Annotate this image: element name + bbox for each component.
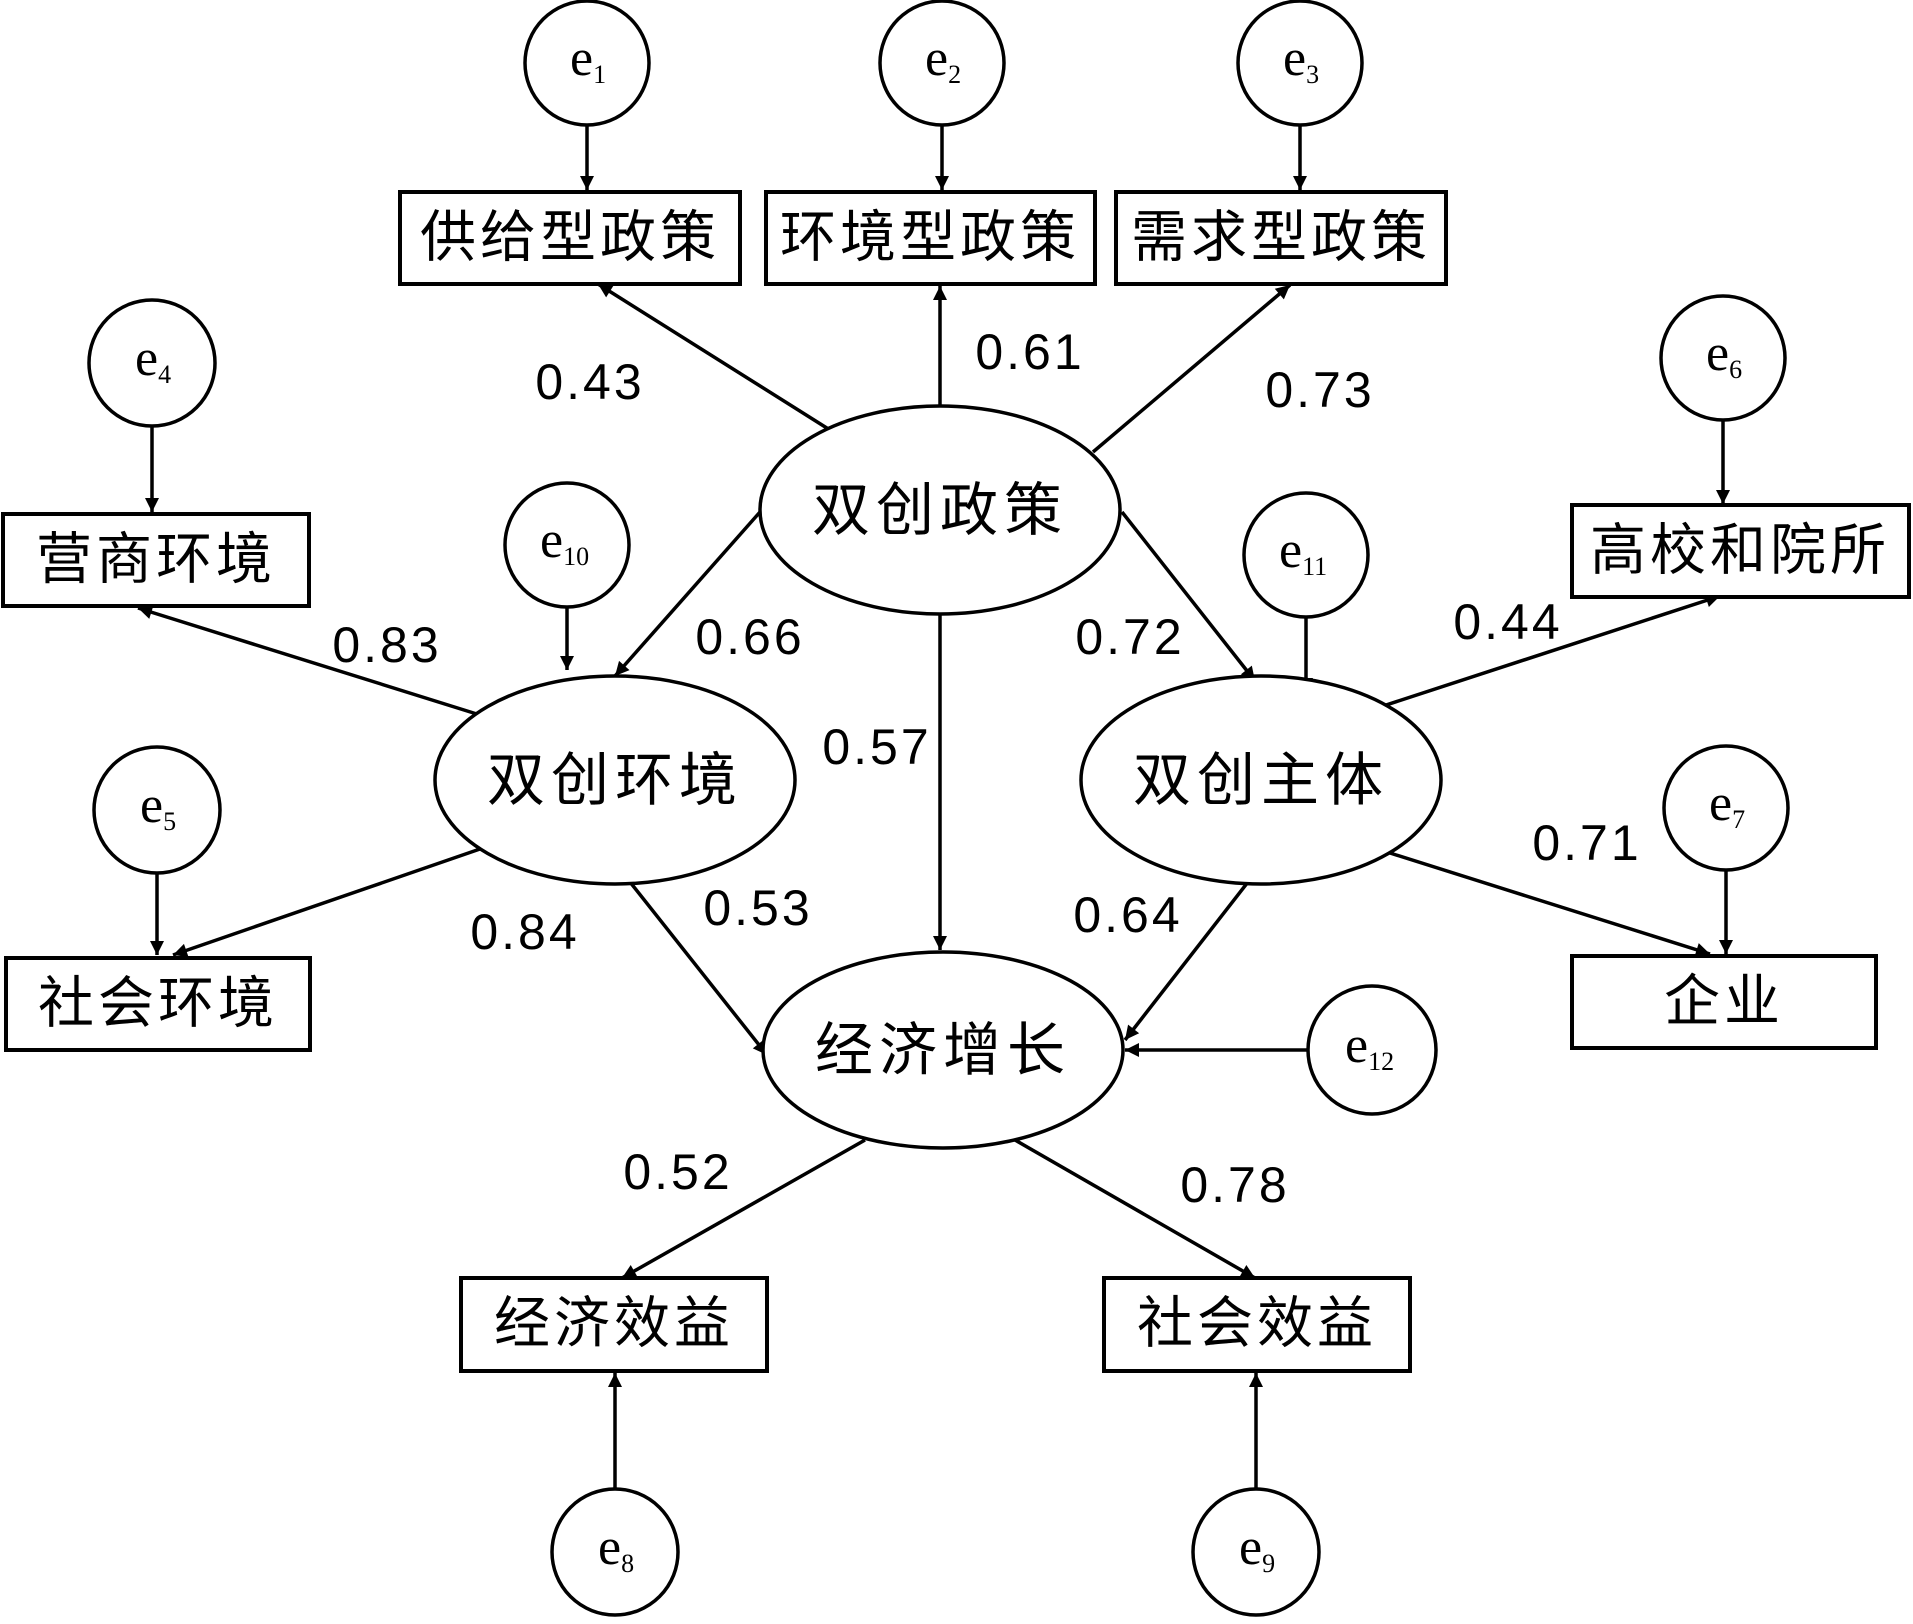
obs-universities-label: 高校和院所 bbox=[1590, 519, 1890, 584]
coef-subject-universities: 0.44 bbox=[1453, 594, 1562, 650]
obs-econbenefit-label: 经济效益 bbox=[494, 1292, 734, 1357]
e6-label: e6 bbox=[1706, 325, 1742, 384]
coef-policy-demand: 0.73 bbox=[1265, 362, 1374, 418]
path-growth-social bbox=[1014, 1138, 1256, 1280]
coef-policy-subject: 0.72 bbox=[1075, 609, 1184, 665]
obs-demand-label: 需求型政策 bbox=[1131, 206, 1431, 271]
e10-circle bbox=[503, 481, 631, 609]
coef-policy-growth: 0.57 bbox=[822, 719, 931, 775]
e11-circle bbox=[1242, 491, 1370, 619]
latent-policy-ellipse bbox=[758, 404, 1122, 616]
e9-circle bbox=[1191, 1487, 1321, 1617]
obs-socialbenefit-label: 社会效益 bbox=[1137, 1292, 1377, 1357]
e11-label: e11 bbox=[1279, 522, 1327, 581]
obs-demand-box bbox=[1114, 190, 1448, 286]
obs-socialenv-label: 社会环境 bbox=[38, 972, 278, 1037]
e12-circle bbox=[1306, 984, 1438, 1116]
coef-growth-econ: 0.52 bbox=[623, 1144, 732, 1200]
e1-circle bbox=[523, 0, 651, 127]
e3-circle bbox=[1236, 0, 1364, 127]
obs-socialbenefit-box bbox=[1102, 1276, 1412, 1373]
obs-enterprises-label: 企业 bbox=[1664, 970, 1784, 1035]
obs-supply-box bbox=[398, 190, 742, 286]
path-subject-enterprises bbox=[1389, 851, 1711, 957]
e4-circle bbox=[87, 298, 217, 428]
path-subject-growth bbox=[1123, 880, 1250, 1042]
coef-growth-social: 0.78 bbox=[1180, 1157, 1289, 1213]
e5-label: e5 bbox=[140, 777, 176, 836]
path-growth-econ bbox=[621, 1138, 866, 1280]
e10-label: e10 bbox=[540, 512, 589, 571]
path-policy-subject bbox=[1120, 510, 1257, 683]
obs-business-label: 营商环境 bbox=[36, 528, 276, 593]
path-subject-universities bbox=[1382, 593, 1721, 708]
latent-subject-ellipse bbox=[1079, 674, 1443, 886]
obs-socialenv-box bbox=[4, 956, 312, 1052]
latent-policy-label: 双创政策 bbox=[812, 476, 1068, 544]
e5-circle bbox=[92, 745, 222, 875]
e2-label: e2 bbox=[925, 30, 961, 89]
obs-business-box bbox=[1, 512, 311, 608]
latent-environment-ellipse bbox=[433, 674, 797, 886]
obs-envpolicy-box bbox=[764, 190, 1097, 286]
coef-policy-environment: 0.66 bbox=[695, 609, 804, 665]
coef-env-social: 0.84 bbox=[470, 904, 579, 960]
obs-econbenefit-box bbox=[459, 1276, 769, 1373]
obs-envpolicy-label: 环境型政策 bbox=[780, 206, 1080, 271]
coef-subject-enterprises: 0.71 bbox=[1532, 815, 1641, 871]
obs-universities-box bbox=[1570, 503, 1911, 599]
latent-growth-ellipse bbox=[761, 950, 1125, 1150]
e7-circle bbox=[1662, 744, 1790, 872]
coef-policy-envpolicy: 0.61 bbox=[975, 324, 1084, 380]
latent-growth-label: 经济增长 bbox=[815, 1016, 1071, 1084]
e7-label: e7 bbox=[1709, 775, 1745, 834]
e8-label: e8 bbox=[598, 1519, 634, 1578]
e6-circle bbox=[1659, 294, 1787, 422]
path-env-growth bbox=[628, 880, 769, 1057]
latent-environment-label: 双创环境 bbox=[487, 746, 743, 814]
coef-environment-growth: 0.53 bbox=[703, 880, 812, 936]
e3-label: e3 bbox=[1283, 30, 1319, 89]
latent-subject-label: 双创主体 bbox=[1133, 746, 1389, 814]
path-env-social bbox=[172, 847, 481, 958]
coef-env-business: 0.83 bbox=[332, 617, 441, 673]
e8-circle bbox=[550, 1487, 680, 1617]
e9-label: e9 bbox=[1239, 1519, 1275, 1578]
path-policy-environment bbox=[613, 510, 762, 678]
obs-enterprises-box bbox=[1570, 954, 1878, 1050]
e2-circle bbox=[878, 0, 1006, 127]
e4-label: e4 bbox=[135, 330, 171, 389]
coef-subject-growth: 0.64 bbox=[1073, 887, 1182, 943]
e12-label: e12 bbox=[1345, 1017, 1394, 1076]
coef-policy-supply: 0.43 bbox=[535, 354, 644, 410]
path-policy-demand bbox=[1091, 283, 1292, 454]
e1-label: e1 bbox=[570, 30, 606, 89]
path-env-business bbox=[137, 605, 481, 717]
path-policy-supply bbox=[597, 282, 831, 432]
obs-supply-label: 供给型政策 bbox=[420, 206, 720, 271]
